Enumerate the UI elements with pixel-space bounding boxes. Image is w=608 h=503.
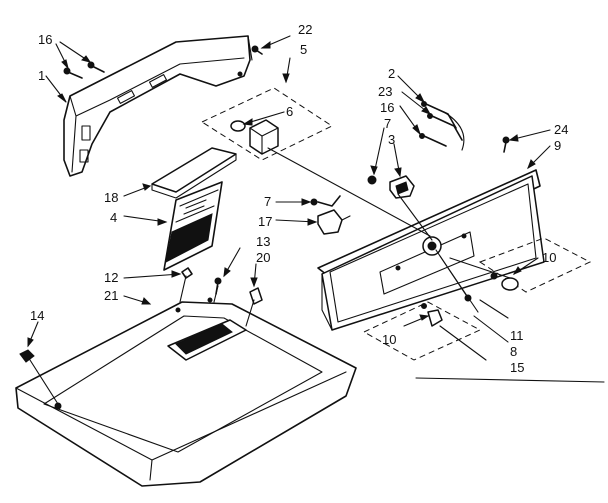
callout-10-right: 10 [542, 250, 556, 265]
rear-bracket-part [63, 35, 253, 177]
callout-11: 11 [510, 328, 524, 343]
callout-6: 6 [286, 104, 293, 119]
callout-8: 8 [510, 344, 517, 359]
lint-filter-part [151, 147, 237, 199]
callout-18: 18 [104, 190, 118, 205]
callout-20: 20 [256, 250, 270, 265]
callout-23: 23 [378, 84, 392, 99]
divider-line [415, 377, 605, 383]
leader-lines [27, 35, 551, 361]
screw-part-22 [251, 45, 263, 55]
screw-part-7-middle [310, 195, 341, 207]
callout-24: 24 [554, 122, 568, 137]
foot-part-14 [19, 349, 35, 363]
callout-1: 1 [38, 68, 45, 83]
knob-part-10-right [490, 272, 519, 291]
callout-10-lower: 10 [382, 332, 396, 347]
callout-3: 3 [388, 132, 395, 147]
assembly-outline-8 [362, 301, 482, 361]
switch-part-17 [317, 209, 351, 235]
callout-15: 15 [510, 360, 524, 375]
callout-7-upper: 7 [384, 116, 391, 131]
terminal-block-part [230, 119, 279, 155]
connector-lines [29, 147, 511, 405]
control-console-part [317, 169, 545, 331]
switch-part-3 [389, 175, 415, 199]
callout-16-right: 16 [380, 100, 394, 115]
callout-labels: 16 1 22 5 6 2 23 16 7 3 24 9 18 4 7 17 1… [30, 22, 568, 375]
callout-21: 21 [104, 288, 118, 303]
assembly-outline-11 [478, 237, 592, 293]
screw-part-7-upper [367, 175, 377, 185]
knob-part-10-lower [421, 303, 443, 327]
callout-5: 5 [300, 42, 307, 57]
button-part-20 [249, 287, 263, 305]
callout-16-left: 16 [38, 32, 52, 47]
callout-9: 9 [554, 138, 561, 153]
screw-part-16-left [63, 61, 105, 79]
callout-22: 22 [298, 22, 312, 37]
callout-7-middle: 7 [264, 194, 271, 209]
callout-4: 4 [110, 210, 117, 225]
top-cabinet-part [15, 297, 357, 487]
callout-12: 12 [104, 270, 118, 285]
callout-2: 2 [388, 66, 395, 81]
lint-housing-part [163, 181, 223, 271]
screw-part-24 [502, 136, 510, 153]
callout-17: 17 [258, 214, 272, 229]
callout-14: 14 [30, 308, 44, 323]
callout-13: 13 [256, 234, 270, 249]
clip-part-12 [181, 267, 193, 279]
assembly-outline-5 [200, 87, 334, 161]
wire-harness-part [419, 101, 465, 151]
